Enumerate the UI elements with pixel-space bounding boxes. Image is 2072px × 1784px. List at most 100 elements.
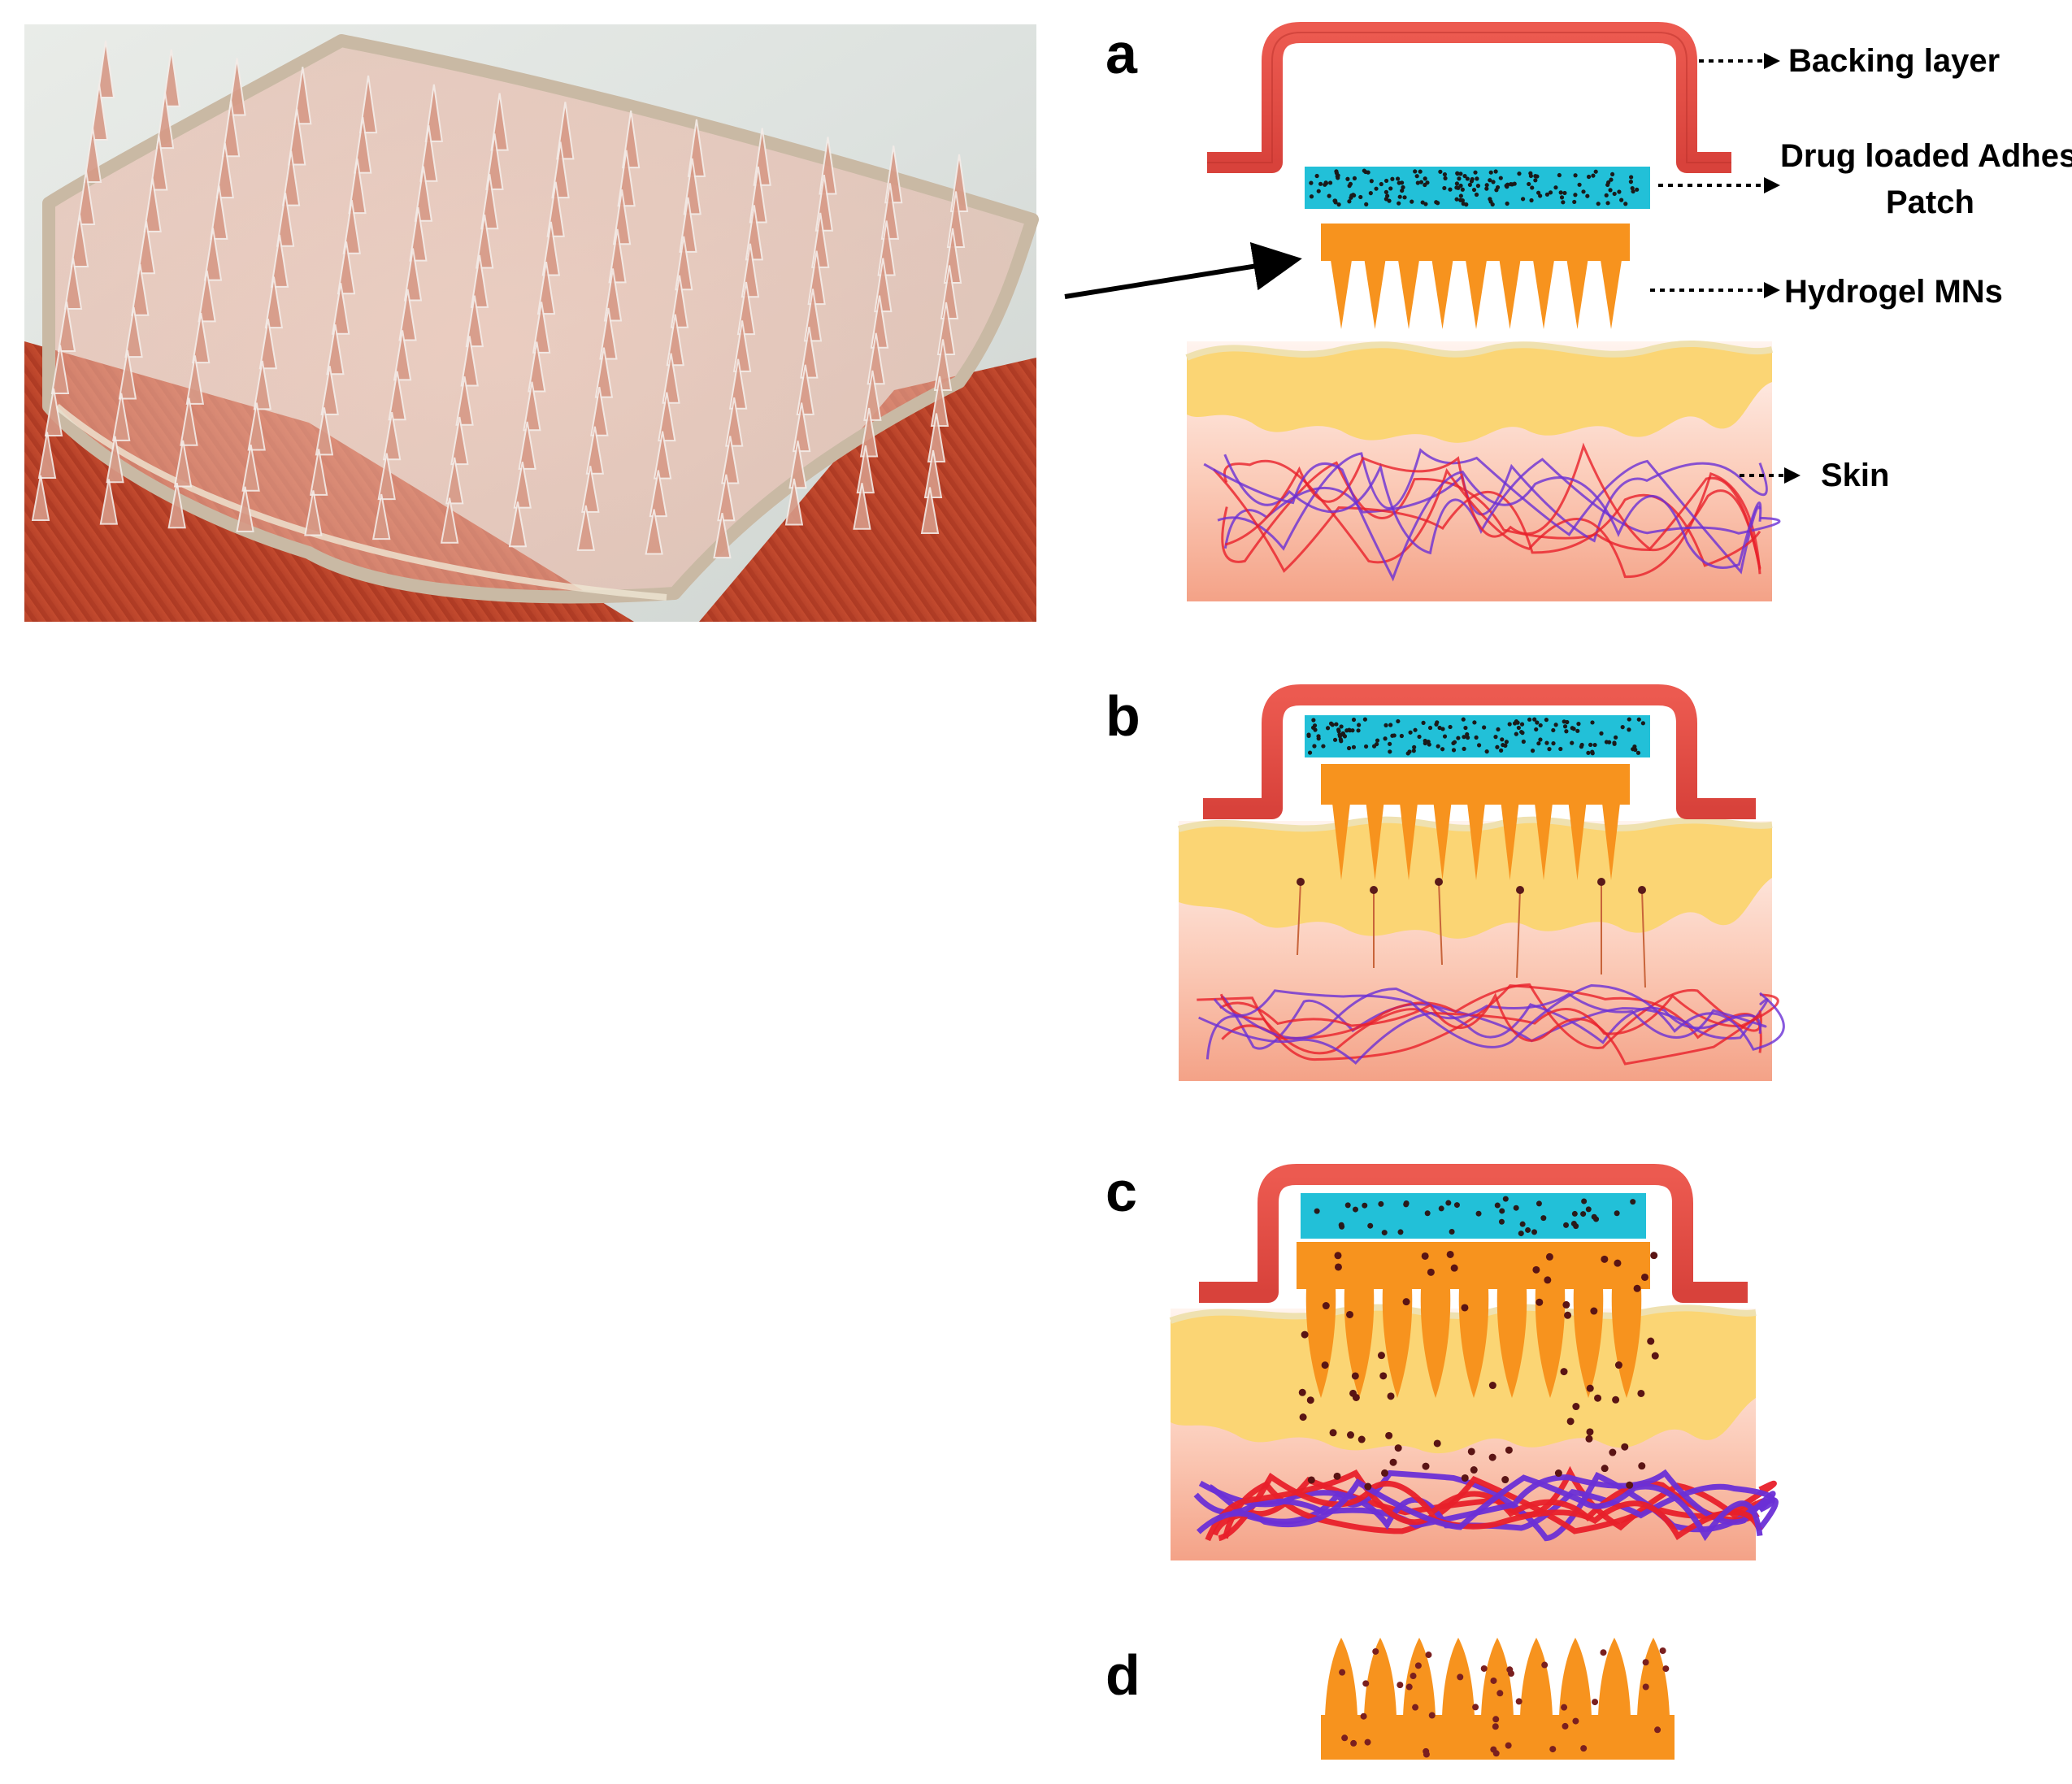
panel-d-letter: d: [1106, 1643, 1140, 1707]
microneedle: [649, 470, 668, 518]
microneedle: [215, 142, 234, 199]
microneedle: [409, 206, 428, 262]
microneedle: [455, 376, 474, 426]
microneedle: [859, 407, 879, 458]
microneedle: [264, 276, 284, 329]
backing-layer: [1207, 22, 1731, 173]
microneedle: [475, 214, 494, 269]
microneedle: [585, 426, 605, 475]
panel-c: c: [1106, 1160, 1779, 1560]
pointer-arrow: [1064, 241, 1302, 299]
microneedle: [281, 150, 301, 206]
microneedle: [528, 341, 546, 393]
microneedle: [63, 258, 83, 310]
microneedle: [247, 402, 266, 451]
label-skin: Skin: [1821, 458, 1889, 493]
microneedle: [332, 283, 350, 335]
microneedle: [372, 493, 391, 540]
microneedle: [210, 185, 228, 240]
microneedle: [57, 301, 76, 352]
panel-b-letter: b: [1106, 684, 1140, 748]
microneedle: [309, 449, 328, 496]
microneedle: [784, 478, 804, 526]
microneedle: [337, 241, 356, 295]
microneedle: [645, 509, 663, 555]
needle-array: [31, 40, 969, 559]
label-drug-patch-1: Drug loaded Adhesive: [1780, 138, 2072, 174]
microneedle: [131, 264, 150, 316]
microneedle: [162, 49, 180, 107]
microneedle: [927, 413, 946, 462]
microneedle: [460, 336, 479, 387]
microneedle: [393, 330, 412, 381]
panel-c-letter: c: [1106, 1160, 1137, 1223]
hydrogel-mns: [1321, 224, 1630, 329]
microneedle: [440, 497, 459, 544]
microneedle: [725, 397, 744, 447]
microneedle: [599, 307, 618, 360]
backing-layer: [1199, 1164, 1748, 1303]
microneedle: [96, 40, 115, 98]
microneedle: [155, 92, 175, 150]
microneedle: [414, 166, 433, 222]
microneedle: [594, 347, 614, 398]
skin-block: [1185, 341, 1781, 601]
microneedle: [398, 289, 417, 341]
microneedle: [388, 371, 406, 421]
microneedle: [83, 127, 102, 183]
microneedle: [112, 393, 131, 441]
microneedle: [228, 58, 246, 116]
microneedle: [304, 490, 323, 536]
dissolved-hydrogel-mns: [1321, 1638, 1675, 1760]
microneedle: [923, 449, 943, 498]
microneedle: [44, 388, 63, 436]
microneedle: [236, 486, 254, 532]
drug-adhesive-patch: [1301, 1193, 1646, 1239]
microneedle: [666, 314, 684, 367]
microneedle: [377, 453, 396, 501]
microneedle: [354, 116, 372, 174]
microneedle: [518, 421, 536, 470]
microneedle: [470, 254, 489, 308]
microneedle: [348, 158, 367, 215]
microneedle: [424, 84, 443, 142]
microneedle: [137, 221, 156, 275]
microneedle: [721, 436, 740, 484]
microneedle: [76, 171, 96, 225]
microneedle: [89, 84, 109, 141]
microneedle: [508, 501, 528, 548]
microneedle: [258, 319, 278, 370]
microneedle: [863, 370, 882, 421]
microneedle: [713, 512, 732, 559]
microneedle: [293, 67, 312, 125]
microneedle: [445, 457, 464, 505]
microneedle: [513, 461, 532, 509]
microneedle: [31, 475, 50, 521]
panel-a: a Backing layer Drug loaded Adhesive Pat…: [1106, 22, 2072, 601]
microneedle: [99, 479, 119, 525]
backing-layer: [1203, 684, 1756, 819]
microneedle-patch-photo: [24, 24, 1039, 622]
microneedle: [796, 364, 814, 415]
microneedle: [221, 100, 241, 158]
microneedle: [465, 295, 484, 348]
microneedle: [320, 366, 339, 415]
microneedle: [523, 381, 541, 432]
microneedle: [717, 474, 736, 522]
microneedle: [241, 445, 260, 492]
panel-b: b: [1106, 684, 1785, 1081]
microneedle: [173, 440, 193, 488]
microneedle: [853, 483, 871, 530]
microneedle: [603, 268, 623, 322]
microneedle: [382, 412, 402, 461]
microneedle: [192, 312, 211, 364]
microneedle: [315, 407, 334, 456]
microneedle: [270, 234, 289, 288]
microneedle: [143, 178, 162, 232]
microneedle: [581, 466, 600, 513]
microneedle: [728, 358, 748, 410]
microneedle: [419, 125, 438, 182]
panel-a-letter: a: [1106, 22, 1138, 85]
microneedle: [480, 174, 499, 230]
microneedle: [658, 392, 676, 442]
